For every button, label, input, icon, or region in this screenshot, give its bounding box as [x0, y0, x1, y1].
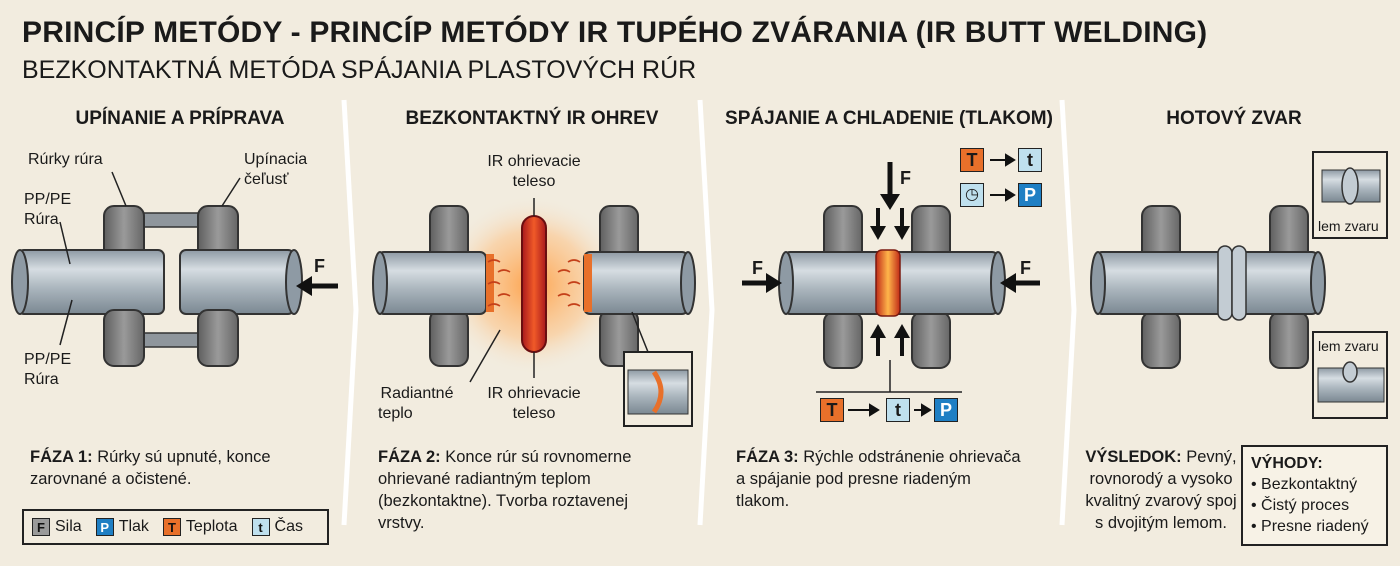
- phase1-desc-line2: zarovnané a očistené.: [30, 470, 192, 488]
- legend: F Sila P Tlak T Teplota t Čas: [22, 509, 329, 545]
- phase2-desc-line4: vrstvy.: [378, 514, 425, 532]
- phase1-title: UPÍNANIE A PRÍPRAVA: [75, 108, 285, 129]
- time-symbol-bottom: t: [886, 398, 910, 422]
- legend-item-time: t Čas: [251, 518, 303, 536]
- clamp-jaw-label-line2: čeľusť: [244, 171, 289, 188]
- phase1-label: FÁZA 1:: [30, 448, 93, 466]
- temperature-symbol-bottom: T: [820, 398, 844, 422]
- weld-bead-label-top: lem zvaru: [1318, 218, 1379, 234]
- heater-label-bottom-line2: teleso: [512, 405, 556, 422]
- result-description: VÝSLEDOK: Pevný, rovnorodý a vysoko kval…: [1082, 446, 1240, 534]
- legend-label-force: Sila: [55, 518, 82, 535]
- pipe-label-top-line1: PP/PE: [24, 191, 72, 208]
- pressure-symbol: P: [1018, 183, 1042, 207]
- phase1-art: [11, 171, 338, 367]
- phase3-desc-line3: tlakom.: [736, 492, 790, 510]
- result-label: VÝSLEDOK:: [1085, 448, 1182, 466]
- force-top-label: F: [900, 168, 911, 188]
- pressure-legend-icon: P: [95, 518, 114, 536]
- advantage-item: • Presne riadený: [1251, 518, 1369, 535]
- heater-label-top-line2: teleso: [512, 173, 556, 190]
- page-title: PRINCÍP METÓDY - PRINCÍP METÓDY IR TUPÉH…: [22, 16, 1208, 49]
- phase3-desc-line2: a spájanie pod presne riadeným: [736, 470, 971, 488]
- pipe-label-bottom-line1: PP/PE: [24, 351, 72, 368]
- temperature-symbol: T: [960, 148, 984, 172]
- phase3-title: SPÁJANIE A CHLADENIE (TLAKOM): [725, 108, 1053, 129]
- temperature-legend-icon: T: [162, 518, 181, 536]
- weld-bead-label-bottom: lem zvaru: [1318, 338, 1379, 354]
- legend-label-pressure: Tlak: [118, 518, 149, 535]
- radiant-heat-label-line1: Radiantné: [380, 385, 454, 402]
- phase2-desc-line1: Konce rúr sú rovnomerne: [440, 448, 632, 466]
- phase1-desc-line1: Rúrky sú upnuté, konce: [92, 448, 271, 466]
- phase2-title: BEZKONTAKTNÝ IR OHREV: [405, 108, 659, 129]
- result-desc-line2: rovnorodý a vysoko: [1089, 470, 1233, 488]
- phase4-title: HOTOVÝ ZVAR: [1166, 108, 1302, 129]
- pipe-label-bottom-line2: Rúra: [24, 371, 59, 388]
- phase2-description: FÁZA 2: Konce rúr sú rovnomerne ohrievan…: [378, 446, 698, 534]
- time-symbol: t: [1018, 148, 1042, 172]
- legend-label-temperature: Teplota: [185, 518, 238, 535]
- panel-divider: [341, 99, 1077, 526]
- clock-icon: ◷: [960, 183, 984, 207]
- advantages-heading: VÝHODY:: [1251, 455, 1323, 472]
- page-subtitle: BEZKONTAKTNÁ METÓDA SPÁJANIA PLASTOVÝCH …: [22, 56, 697, 84]
- heater-label-bottom-line1: IR ohrievacie: [487, 385, 581, 402]
- legend-label-time: Čas: [274, 518, 303, 535]
- phase2-art: [372, 195, 696, 427]
- phase3-art: [742, 153, 1040, 417]
- heater-label-top-line1: IR ohrievacie: [487, 153, 581, 170]
- phase2-desc-line3: (bezkontaktne). Tvorba roztavenej: [378, 492, 629, 510]
- phase2-desc-line2: ohrievané radiantným teplom: [378, 470, 591, 488]
- advantages-box: VÝHODY: • Bezkontaktný • Čistý proces • …: [1241, 445, 1388, 546]
- legend-item-pressure: P Tlak: [95, 518, 149, 536]
- phase1-description: FÁZA 1: Rúrky sú upnuté, konce zarovnané…: [30, 446, 330, 490]
- phase4-art: [1090, 151, 1388, 419]
- radiant-heat-label-line2: teplo: [378, 405, 413, 422]
- phase2-label: FÁZA 2:: [378, 448, 441, 466]
- advantage-item: • Čistý proces: [1251, 497, 1350, 514]
- pipe-label-top-line2: Rúra: [24, 211, 59, 228]
- result-desc-line1: Pevný,: [1181, 448, 1237, 466]
- pressure-symbol-bottom: P: [934, 398, 958, 422]
- force-label: F: [314, 256, 325, 276]
- legend-item-temperature: T Teplota: [162, 518, 238, 536]
- force-right-label: F: [1020, 258, 1031, 278]
- time-legend-icon: t: [251, 518, 270, 536]
- tube-clamp-label: Rúrky rúra: [28, 151, 103, 168]
- legend-item-force: F Sila: [32, 518, 82, 536]
- phase3-description: FÁZA 3: Rýchle odstránenie ohrievača a s…: [736, 446, 1056, 512]
- clamp-jaw-label-line1: Upínacia: [244, 151, 308, 168]
- phase3-desc-line1: Rýchle odstránenie ohrievača: [798, 448, 1021, 466]
- result-desc-line4: s dvojitým lemom.: [1094, 514, 1228, 532]
- force-legend-icon: F: [32, 518, 50, 536]
- phase3-label: FÁZA 3:: [736, 448, 799, 466]
- result-desc-line3: kvalitný zvarový spoj: [1085, 492, 1237, 510]
- advantage-item: • Bezkontaktný: [1251, 476, 1358, 493]
- force-left-label: F: [752, 258, 763, 278]
